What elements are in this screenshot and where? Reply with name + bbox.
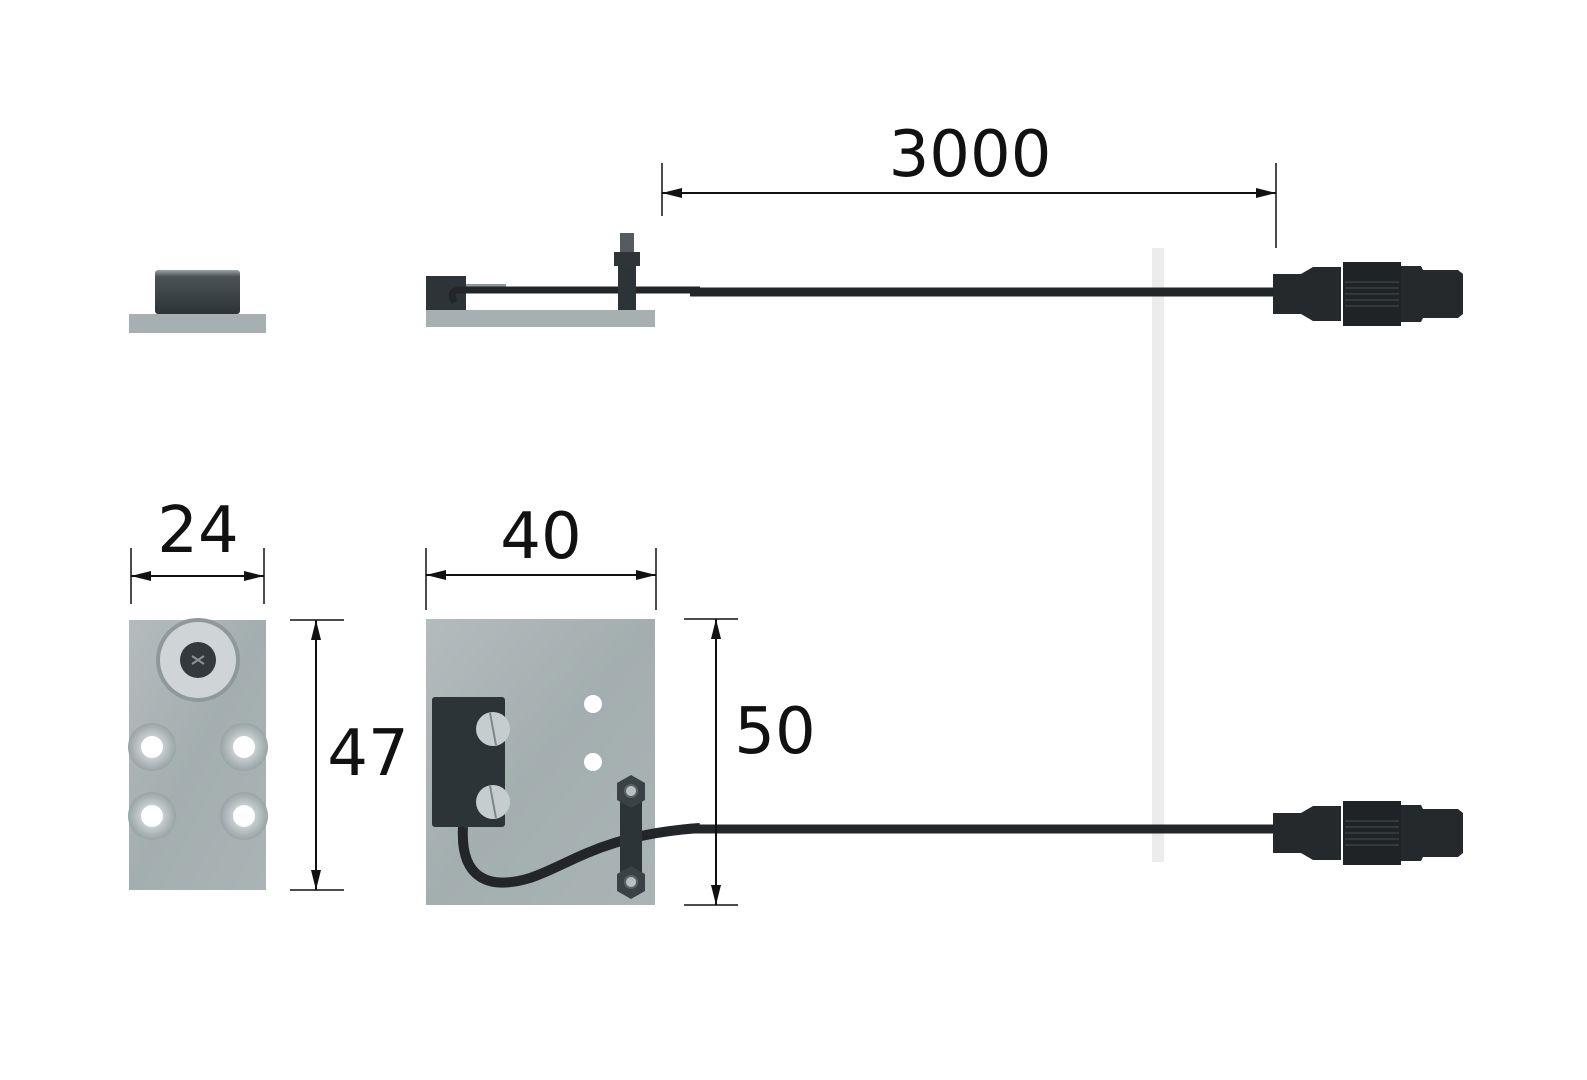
dimension-label-50: 50 (734, 695, 815, 769)
dimension-small-height: 47 (290, 619, 409, 891)
dimension-main-height: 50 (684, 618, 816, 906)
cable-clamp (617, 775, 645, 899)
small-sensor-side-view (129, 270, 266, 333)
dimension-main-width: 40 (425, 500, 657, 610)
screw (476, 712, 510, 746)
cable-break-band (1152, 248, 1164, 862)
dimension-small-width: 24 (130, 494, 265, 604)
dimension-label-40: 40 (500, 500, 581, 574)
dimension-cable-length: 3000 (661, 118, 1277, 248)
mounting-holes (128, 723, 268, 840)
dimension-label-3000: 3000 (889, 118, 1052, 192)
main-sensor-side-view (426, 233, 700, 327)
screw (476, 785, 510, 819)
small-sensor-top-view (128, 618, 268, 890)
dimension-label-47: 47 (327, 717, 408, 791)
main-sensor-top-view (426, 619, 701, 905)
connector-top (1272, 261, 1464, 327)
connector-bottom (1272, 800, 1464, 866)
dimension-label-24: 24 (157, 494, 238, 568)
